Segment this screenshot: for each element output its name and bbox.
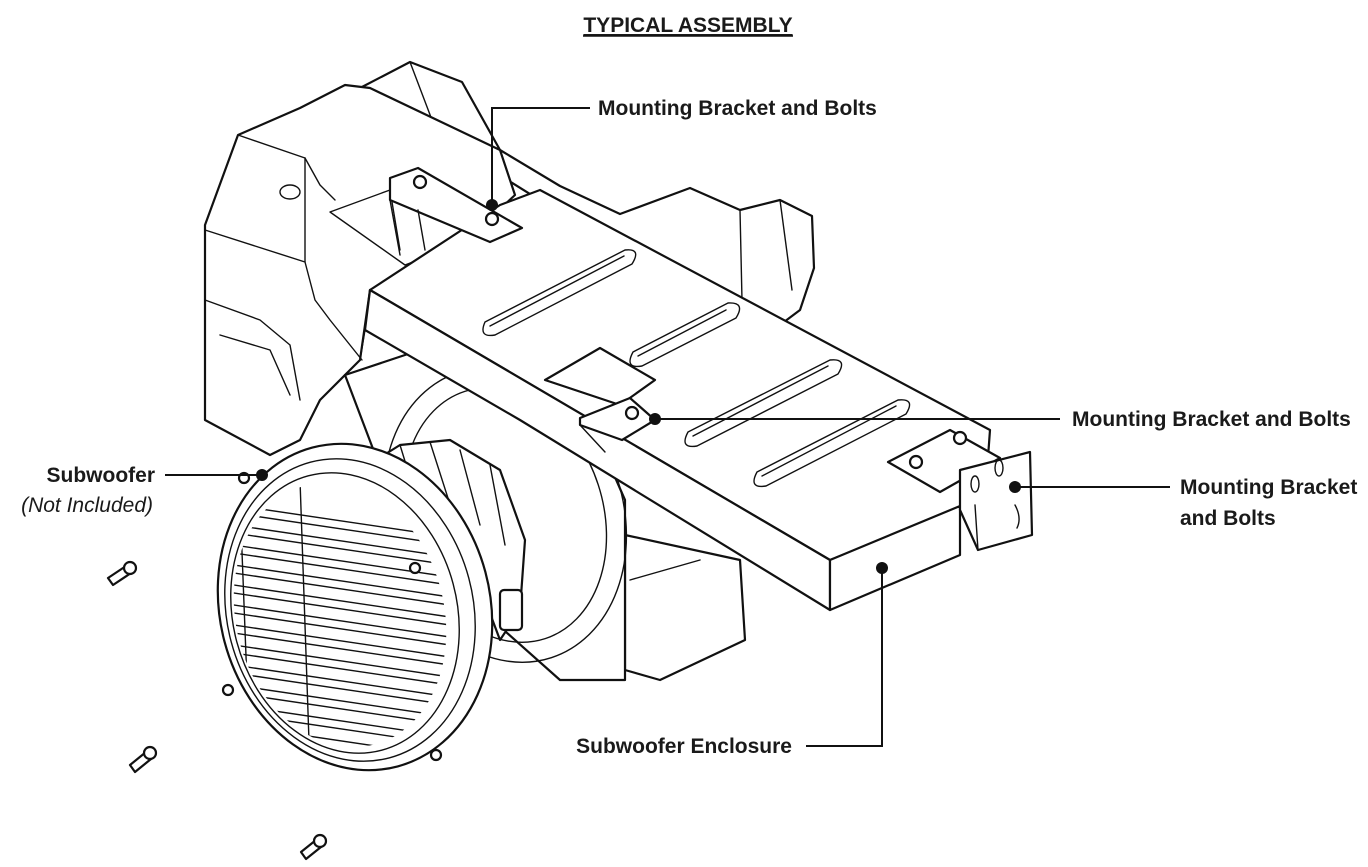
bolt-icon (952, 430, 968, 446)
mounting-bracket-middle (543, 346, 657, 453)
bolt-icon (908, 454, 924, 470)
bolt-icon (412, 174, 428, 190)
mounting-bracket-right (886, 428, 1034, 552)
subwoofer-outer-ring (216, 442, 494, 772)
bolt-icon (624, 405, 640, 421)
screw-icon (128, 745, 158, 774)
enclosure-deck-front (363, 288, 832, 612)
callout-mounting-bracket-right-line1: Mounting Bracket (1180, 476, 1357, 499)
screw-icon (106, 560, 138, 587)
bolt-icon (484, 211, 500, 227)
mounting-bracket-top (388, 166, 524, 256)
speaker-terminal (498, 588, 524, 632)
subwoofer (204, 438, 527, 772)
deck-slots (482, 249, 911, 488)
enclosure-deck-end (828, 504, 962, 612)
callout-mounting-bracket-right-line2: and Bolts (1180, 507, 1276, 530)
callout-leaders (165, 107, 1170, 747)
enclosure-hole (279, 184, 301, 200)
callout-subwoofer-enclosure: Subwoofer Enclosure (576, 735, 792, 758)
callout-mounting-bracket-middle: Mounting Bracket and Bolts (1072, 408, 1351, 431)
callout-mounting-bracket-top: Mounting Bracket and Bolts (598, 97, 877, 120)
callout-subwoofer-note: (Not Included) (21, 494, 153, 517)
screw-icon (299, 833, 328, 861)
enclosure-foot (623, 533, 747, 682)
diagram-title: TYPICAL ASSEMBLY (583, 14, 792, 37)
callout-subwoofer: Subwoofer (47, 464, 156, 487)
